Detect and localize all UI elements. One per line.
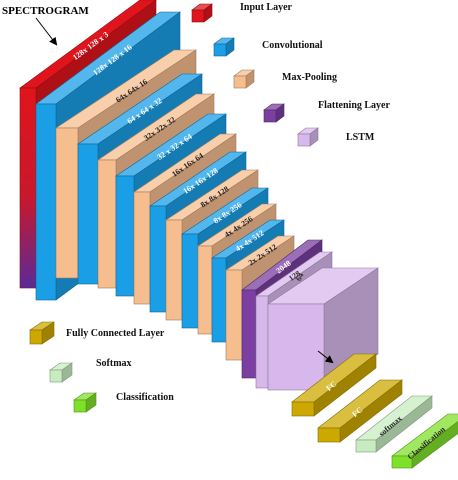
legend-label-pool: Max-Pooling xyxy=(282,72,337,83)
legend-item-lstm: LSTM xyxy=(297,127,375,147)
layer-label: 64 xyxy=(294,271,306,282)
legend-swatch-input xyxy=(191,3,213,23)
legend-swatch-flatten xyxy=(263,103,285,123)
legend-swatch-conv xyxy=(213,37,235,57)
legend-item-classification: Classification xyxy=(73,392,174,413)
legend-label-lstm: LSTM xyxy=(346,132,375,143)
legend-swatch-pool xyxy=(233,69,255,89)
stack-to-fc-arrow xyxy=(317,350,334,364)
legend-item-conv: Convolutional xyxy=(213,37,323,57)
legend-swatch-softmax xyxy=(49,362,73,383)
legend-label-classification: Classification xyxy=(116,392,174,403)
legend-label-conv: Convolutional xyxy=(262,40,323,51)
head-block-fc: FC xyxy=(317,379,403,443)
legend-label-fc: Fully Connected Layer xyxy=(66,328,165,339)
legend-label-flatten: Flattening Layer xyxy=(318,100,390,111)
legend-label-softmax: Softmax xyxy=(96,358,132,369)
legend-label-input: Input Layer xyxy=(240,2,293,13)
head-block-fc: FC xyxy=(291,353,377,417)
legend-item-flatten: Flattening Layer xyxy=(263,100,390,123)
legend: Input LayerConvolutionalMax-PoolingFlatt… xyxy=(29,2,390,413)
legend-swatch-lstm xyxy=(297,127,319,147)
legend-item-softmax: Softmax xyxy=(49,358,132,383)
diagram-title: SPECTROGRAM xyxy=(2,5,89,17)
legend-swatch-fc xyxy=(29,321,55,345)
legend-item-input: Input Layer xyxy=(191,2,293,23)
title-arrow xyxy=(35,17,58,46)
legend-item-pool: Max-Pooling xyxy=(233,69,337,89)
legend-swatch-classification xyxy=(73,392,97,413)
legend-item-fc: Fully Connected Layer xyxy=(29,321,165,345)
